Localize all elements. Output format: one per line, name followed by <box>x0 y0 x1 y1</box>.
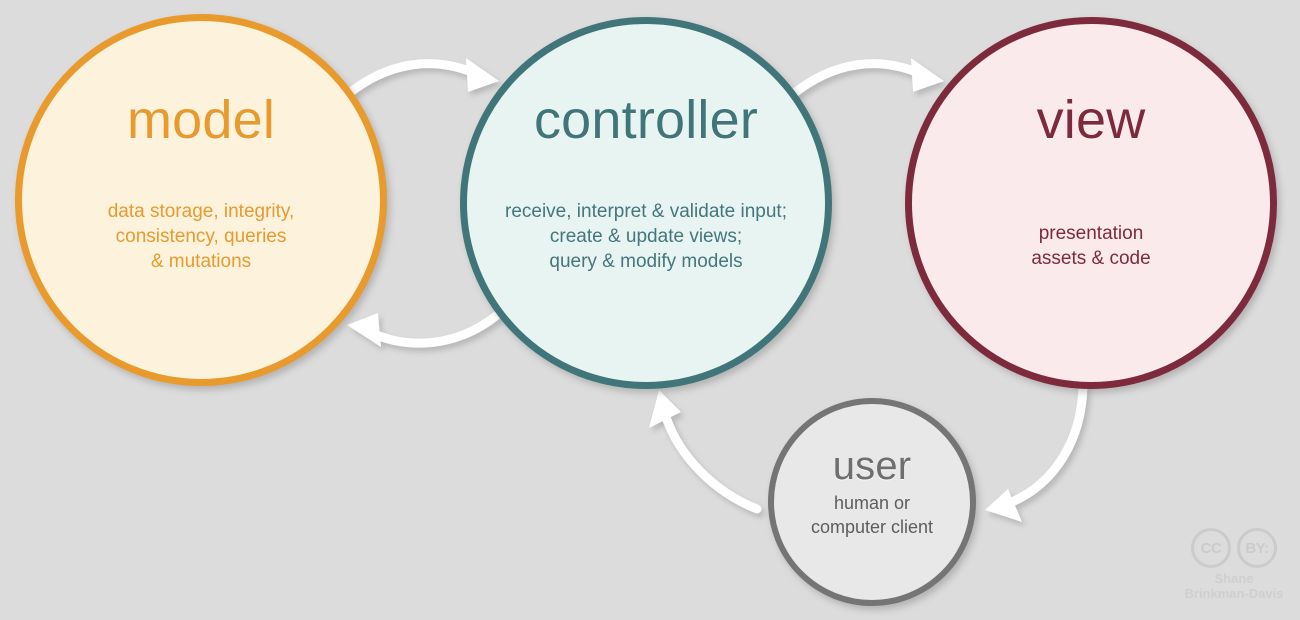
node-view-title: view <box>1036 90 1146 150</box>
node-controller-title: controller <box>533 90 759 150</box>
author-name-line-1: Shane <box>1214 571 1254 586</box>
node-model[interactable]: model data storage, integrity,consistenc… <box>15 14 387 386</box>
arrow-controller-to-model <box>347 311 501 348</box>
author-attribution: Shane Brinkman-Davis <box>1184 571 1284 601</box>
author-name-line-2: Brinkman-Davis <box>1184 585 1284 601</box>
arrow-view-to-user <box>985 380 1088 522</box>
arrow-controller-to-view <box>787 58 944 100</box>
node-model-description: data storage, integrity,consistency, que… <box>107 201 295 273</box>
cc-badge-icons: CC BY: <box>1191 528 1277 568</box>
node-user-title: user <box>832 444 912 488</box>
node-controller-description: receive, interpret & validate input;crea… <box>505 201 787 273</box>
creative-commons-badge: CC BY: Shane Brinkman-Davis <box>1178 528 1290 601</box>
node-controller[interactable]: controller receive, interpret & validate… <box>460 17 832 389</box>
creative-commons-icon: CC <box>1191 528 1231 568</box>
node-model-title: model <box>126 90 276 150</box>
attribution-by-icon: BY: <box>1237 528 1277 568</box>
arrow-model-to-controller <box>342 58 499 100</box>
arrow-user-to-controller <box>649 390 762 514</box>
